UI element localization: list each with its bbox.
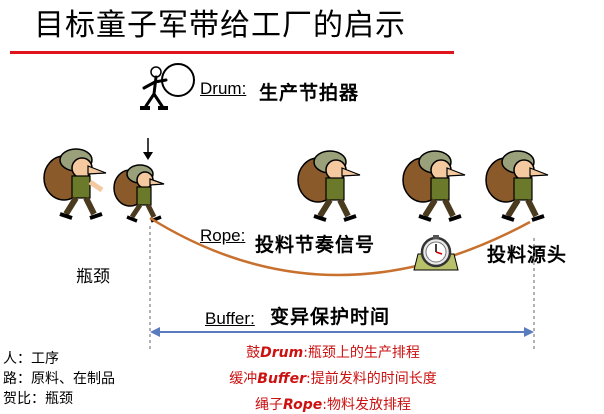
definition-rope: 绳子Rope:物料发放排程 — [255, 397, 411, 413]
title-underline — [10, 51, 454, 54]
drum-down-arrow — [143, 138, 153, 160]
drum-meaning: 生产节拍器 — [259, 82, 360, 104]
page-title: 目标童子军带给工厂的启示 — [34, 8, 406, 43]
drum-label: Drum: — [200, 79, 247, 98]
bottleneck-label: 瓶颈 — [76, 267, 110, 287]
buffer-meaning: 变异保护时间 — [270, 306, 391, 328]
drummer-figure-icon — [140, 63, 195, 110]
hiker-3-icon — [297, 150, 361, 222]
hiker-1-icon — [43, 148, 107, 220]
hiker-5-icon — [485, 150, 549, 222]
definition-buffer: 缓冲Buffer:提前发料的时间长度 — [229, 371, 437, 387]
hiker-bottleneck-icon — [113, 164, 165, 223]
hiker-4-icon — [402, 150, 466, 222]
legend-line-1: 人：工序 — [3, 351, 59, 367]
buffer-label: Buffer: — [205, 309, 255, 328]
legend-line-3: 贺比：瓶颈 — [3, 391, 73, 407]
rope-meaning: 投料节奏信号 — [255, 234, 376, 256]
source-label: 投料源头 — [487, 244, 568, 266]
legend-line-2: 路：原料、在制品 — [3, 371, 115, 387]
stopwatch-icon — [413, 235, 459, 271]
definition-drum: 鼓Drum:瓶颈上的生产排程 — [246, 345, 420, 361]
rope-label: Rope: — [200, 226, 246, 245]
